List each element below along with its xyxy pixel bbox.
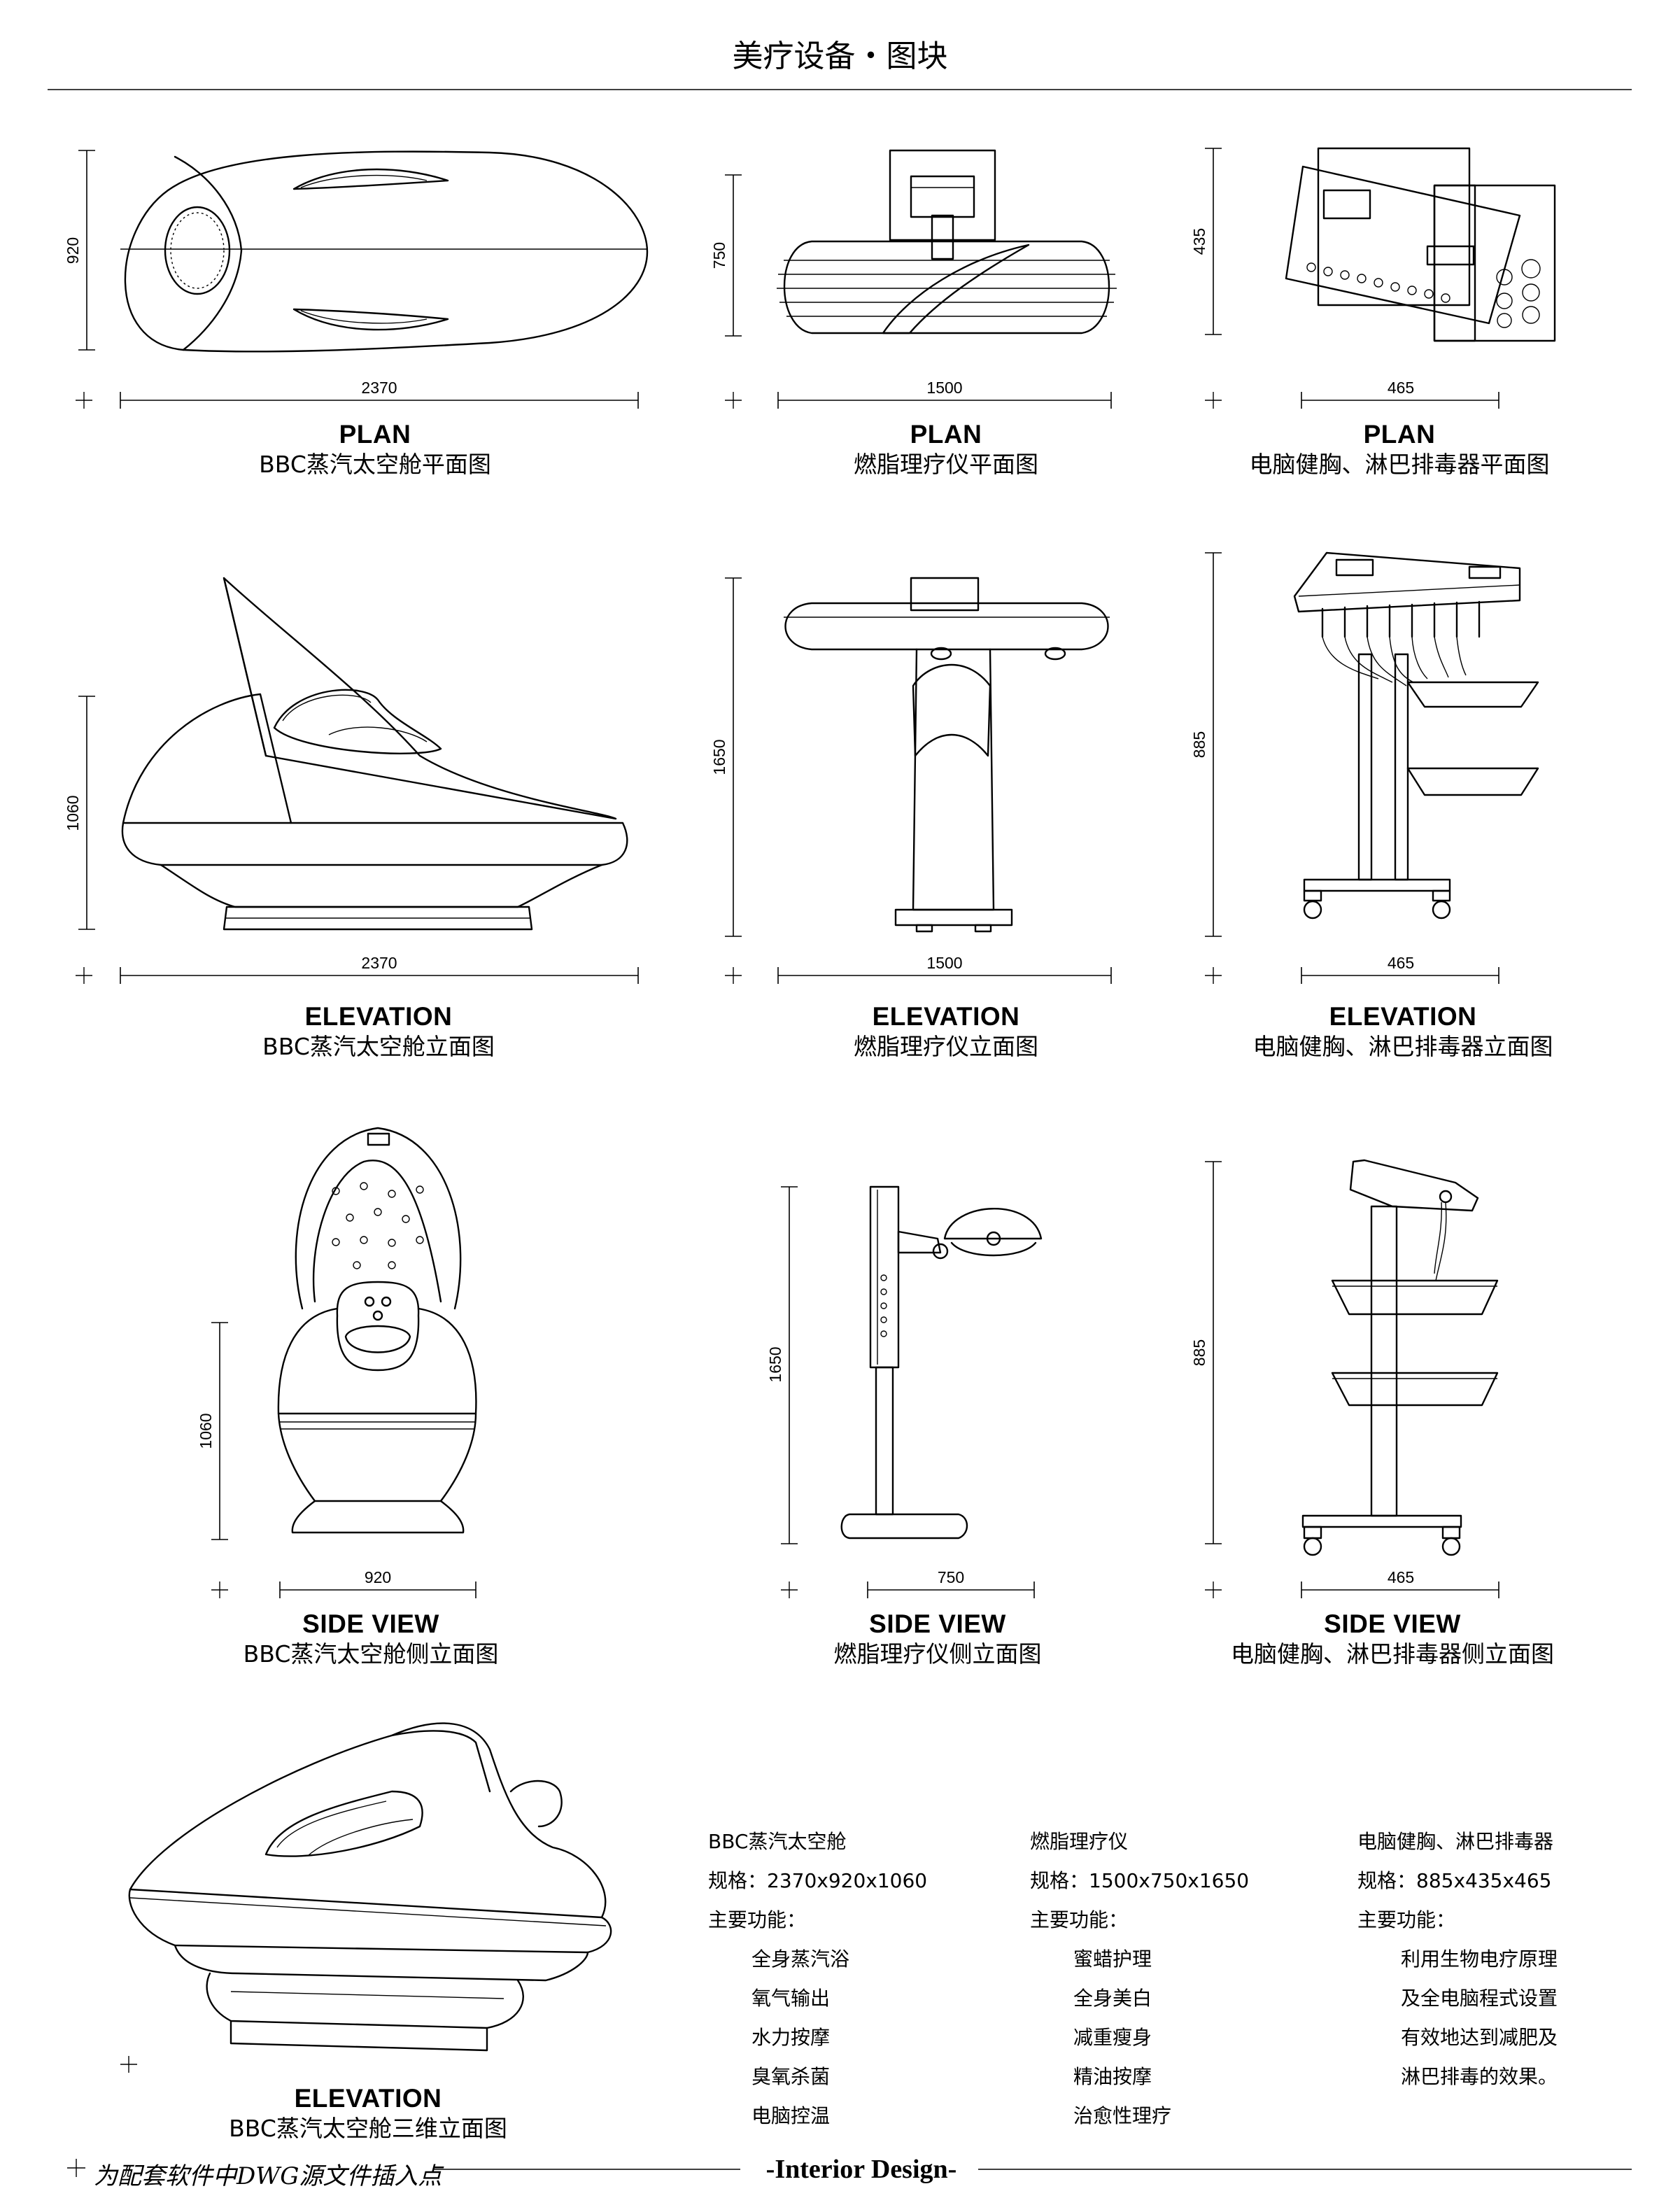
page-title: 美疗设备・图块 bbox=[732, 38, 948, 74]
fat-side-head: SIDE VIEW bbox=[869, 1609, 1006, 1638]
fat-plan-dims: 750 1500 bbox=[710, 175, 1111, 409]
capsule-plan-width-dim: 2370 bbox=[361, 379, 397, 397]
capsule-elevation-label: ELEVATION BBC蒸汽太空舱立面图 bbox=[249, 1003, 508, 1058]
lymph-plan-dims: 435 465 bbox=[1190, 148, 1499, 409]
fat-elevation-head: ELEVATION bbox=[872, 1002, 1020, 1031]
capsule-plan-height-dim: 920 bbox=[64, 237, 82, 264]
lymph-side-width-dim: 465 bbox=[1388, 1568, 1414, 1586]
capsule-side-width-dim: 920 bbox=[365, 1568, 391, 1586]
lymph-side-caption: 电脑健胸、淋巴排毒器侧立面图 bbox=[1231, 1640, 1554, 1668]
capsule-side-dims: 1060 920 bbox=[197, 1323, 476, 1598]
fat-elevation-label: ELEVATION 燃脂理疗仪立面图 bbox=[806, 1003, 1086, 1058]
capsule-elevation-head: ELEVATION bbox=[304, 1002, 453, 1031]
spec-fat-burner-func-label: 主要功能： bbox=[1030, 1908, 1129, 1931]
spec-capsule-function: 全身蒸汽浴 bbox=[751, 1947, 850, 1971]
fat-side-drawing bbox=[842, 1187, 1041, 1538]
spec-fat-burner: 燃脂理疗仪 规格：1500x750x1650 主要功能： 蜜蜡护理 全身美白 减… bbox=[1030, 1822, 1249, 2136]
spec-lymph-detox-func-label: 主要功能： bbox=[1357, 1908, 1456, 1931]
fat-plan-height-dim: 750 bbox=[710, 242, 728, 269]
capsule-elevation-width-dim: 2370 bbox=[361, 954, 397, 972]
lymph-elevation-width-dim: 465 bbox=[1388, 954, 1414, 972]
lymph-plan-caption: 电脑健胸、淋巴排毒器平面图 bbox=[1249, 451, 1550, 478]
lymph-plan-drawing bbox=[1286, 148, 1555, 341]
capsule-plan-dims: 920 2370 bbox=[64, 150, 638, 409]
fat-side-height-dim: 1650 bbox=[766, 1346, 784, 1382]
spec-capsule-function: 水力按摩 bbox=[751, 2026, 831, 2049]
lymph-side-label: SIDE VIEW 电脑健胸、淋巴排毒器侧立面图 bbox=[1203, 1611, 1581, 1665]
lymph-side-height-dim: 885 bbox=[1190, 1339, 1208, 1366]
spec-fat-burner-function: 治愈性理疗 bbox=[1073, 2104, 1172, 2127]
footer-brand: -Interior Design- bbox=[765, 2155, 957, 2184]
spec-lymph-detox-size: 规格：885x435x465 bbox=[1357, 1869, 1552, 1892]
footer-insert-icon bbox=[67, 2159, 85, 2177]
spec-capsule-function: 电脑控温 bbox=[751, 2104, 831, 2127]
lymph-elevation-caption: 电脑健胸、淋巴排毒器立面图 bbox=[1252, 1033, 1553, 1060]
lymph-side-dims: 885 465 bbox=[1190, 1162, 1499, 1598]
spec-lymph-detox-function: 及全电脑程式设置 bbox=[1401, 1987, 1558, 2010]
capsule-plan-head: PLAN bbox=[339, 420, 411, 449]
fat-elevation-dims: 1650 1500 bbox=[710, 578, 1111, 984]
capsule-side-head: SIDE VIEW bbox=[302, 1609, 439, 1638]
capsule-elevation-caption: BBC蒸汽太空舱立面图 bbox=[262, 1033, 495, 1060]
fat-elevation-height-dim: 1650 bbox=[710, 739, 728, 775]
spec-capsule-function: 臭氧杀菌 bbox=[751, 2065, 831, 2088]
spec-fat-burner-function: 减重瘦身 bbox=[1073, 2026, 1152, 2049]
fat-side-caption: 燃脂理疗仪侧立面图 bbox=[833, 1640, 1042, 1668]
lymph-elevation-label: ELEVATION 电脑健胸、淋巴排毒器立面图 bbox=[1217, 1003, 1588, 1058]
spec-fat-burner-size: 规格：1500x750x1650 bbox=[1030, 1869, 1250, 1892]
spec-capsule: BBC蒸汽太空舱 规格：2370x920x1060 主要功能： 全身蒸汽浴 氧气… bbox=[708, 1822, 927, 2136]
lymph-elevation-drawing bbox=[1294, 553, 1538, 918]
capsule-side-drawing bbox=[278, 1128, 477, 1533]
fat-plan-label: PLAN 燃脂理疗仪平面图 bbox=[806, 421, 1086, 476]
lymph-plan-head: PLAN bbox=[1363, 420, 1436, 449]
spec-lymph-detox-name: 电脑健胸、淋巴排毒器 bbox=[1357, 1830, 1554, 1853]
spec-fat-burner-name: 燃脂理疗仪 bbox=[1030, 1830, 1129, 1853]
spec-fat-burner-function: 全身美白 bbox=[1073, 1987, 1152, 2010]
fat-side-width-dim: 750 bbox=[938, 1568, 964, 1586]
lymph-plan-height-dim: 435 bbox=[1190, 228, 1208, 255]
capsule-plan-caption: BBC蒸汽太空舱平面图 bbox=[259, 451, 491, 478]
fat-plan-drawing bbox=[777, 150, 1117, 333]
lymph-plan-width-dim: 465 bbox=[1388, 379, 1414, 397]
fat-elevation-width-dim: 1500 bbox=[926, 954, 962, 972]
fat-elevation-caption: 燃脂理疗仪立面图 bbox=[854, 1033, 1038, 1060]
spec-fat-burner-function: 精油按摩 bbox=[1073, 2065, 1152, 2088]
footer-insert-note: 为配套软件中DWG源文件插入点 bbox=[94, 2162, 442, 2190]
spec-lymph-detox: 电脑健胸、淋巴排毒器 规格：885x435x465 主要功能： 利用生物电疗原理… bbox=[1357, 1822, 1558, 2097]
lymph-elevation-head: ELEVATION bbox=[1329, 1002, 1477, 1031]
lymph-side-head: SIDE VIEW bbox=[1324, 1609, 1461, 1638]
capsule-elevation-drawing bbox=[122, 578, 627, 929]
spec-fat-burner-function: 蜜蜡护理 bbox=[1073, 1947, 1152, 1971]
lymph-plan-label: PLAN 电脑健胸、淋巴排毒器平面图 bbox=[1217, 421, 1581, 476]
insert-point-marker bbox=[120, 2056, 137, 2073]
capsule-plan-label: PLAN BBC蒸汽太空舱平面图 bbox=[249, 421, 501, 476]
lymph-elevation-height-dim: 885 bbox=[1190, 731, 1208, 758]
spec-lymph-detox-function: 利用生物电疗原理 bbox=[1401, 1947, 1558, 1971]
capsule-3d-label: ELEVATION BBC蒸汽太空舱三维立面图 bbox=[221, 2085, 515, 2140]
capsule-plan-drawing bbox=[120, 152, 647, 352]
fat-side-label: SIDE VIEW 燃脂理疗仪侧立面图 bbox=[798, 1611, 1078, 1665]
spec-capsule-size: 规格：2370x920x1060 bbox=[708, 1869, 928, 1892]
spec-capsule-func-label: 主要功能： bbox=[708, 1908, 807, 1931]
spec-lymph-detox-function: 有效地达到减肥及 bbox=[1401, 2026, 1558, 2049]
fat-elevation-drawing bbox=[784, 578, 1110, 931]
lymph-elevation-dims: 885 465 bbox=[1190, 553, 1499, 984]
spec-capsule-function: 氧气输出 bbox=[751, 1987, 831, 2010]
fat-side-dims: 1650 750 bbox=[766, 1187, 1034, 1598]
capsule-elevation-height-dim: 1060 bbox=[64, 795, 82, 831]
capsule-3d-head: ELEVATION bbox=[294, 2084, 442, 2113]
fat-plan-head: PLAN bbox=[910, 420, 982, 449]
fat-plan-width-dim: 1500 bbox=[926, 379, 962, 397]
capsule-3d-drawing bbox=[129, 1724, 611, 2050]
lymph-side-drawing bbox=[1303, 1160, 1497, 1555]
fat-plan-caption: 燃脂理疗仪平面图 bbox=[854, 451, 1038, 478]
capsule-side-height-dim: 1060 bbox=[197, 1413, 215, 1449]
capsule-elevation-dims: 1060 2370 bbox=[64, 696, 638, 984]
spec-capsule-name: BBC蒸汽太空舱 bbox=[708, 1830, 847, 1853]
capsule-3d-caption: BBC蒸汽太空舱三维立面图 bbox=[229, 2115, 507, 2142]
capsule-side-label: SIDE VIEW BBC蒸汽太空舱侧立面图 bbox=[231, 1611, 511, 1665]
capsule-side-caption: BBC蒸汽太空舱侧立面图 bbox=[243, 1640, 499, 1668]
spec-lymph-detox-function: 淋巴排毒的效果。 bbox=[1401, 2065, 1558, 2088]
